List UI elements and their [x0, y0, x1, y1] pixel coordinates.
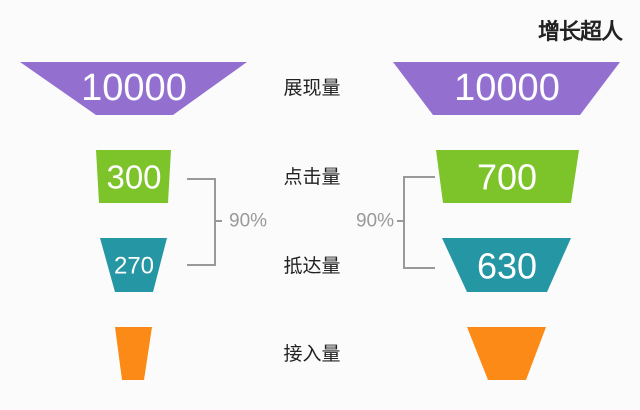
left-stage-3-shape — [100, 238, 167, 292]
stage-label-clicks: 点击量 — [283, 166, 340, 188]
right-conversion-bracket — [403, 176, 435, 269]
logo: 增长超人 — [537, 20, 623, 45]
left-conversion-bracket — [187, 178, 216, 266]
right-stage-2-value: 700 — [477, 157, 537, 198]
left-stage-1-value: 10000 — [81, 67, 187, 109]
left-conversion-rate: 90% — [229, 211, 267, 232]
right-stage-4-shape — [467, 327, 546, 380]
stage-label-impressions: 展现量 — [283, 77, 340, 99]
left-stage-4-shape — [115, 327, 152, 380]
left-stage-2-value: 300 — [106, 159, 161, 196]
right-stage-2-shape — [436, 150, 579, 203]
left-stage-3-value: 270 — [114, 253, 154, 280]
right-conversion-rate: 90% — [356, 211, 394, 232]
right-stage-3-value: 630 — [477, 246, 537, 287]
stage-label-arrivals: 抵达量 — [283, 255, 340, 277]
right-stage-1-shape — [393, 62, 620, 115]
stage-label-access: 接入量 — [283, 343, 340, 365]
right-stage-3-shape — [442, 238, 571, 292]
left-stage-2-shape — [96, 150, 171, 203]
left-stage-1-shape — [20, 62, 247, 115]
right-stage-1-value: 10000 — [454, 67, 560, 109]
